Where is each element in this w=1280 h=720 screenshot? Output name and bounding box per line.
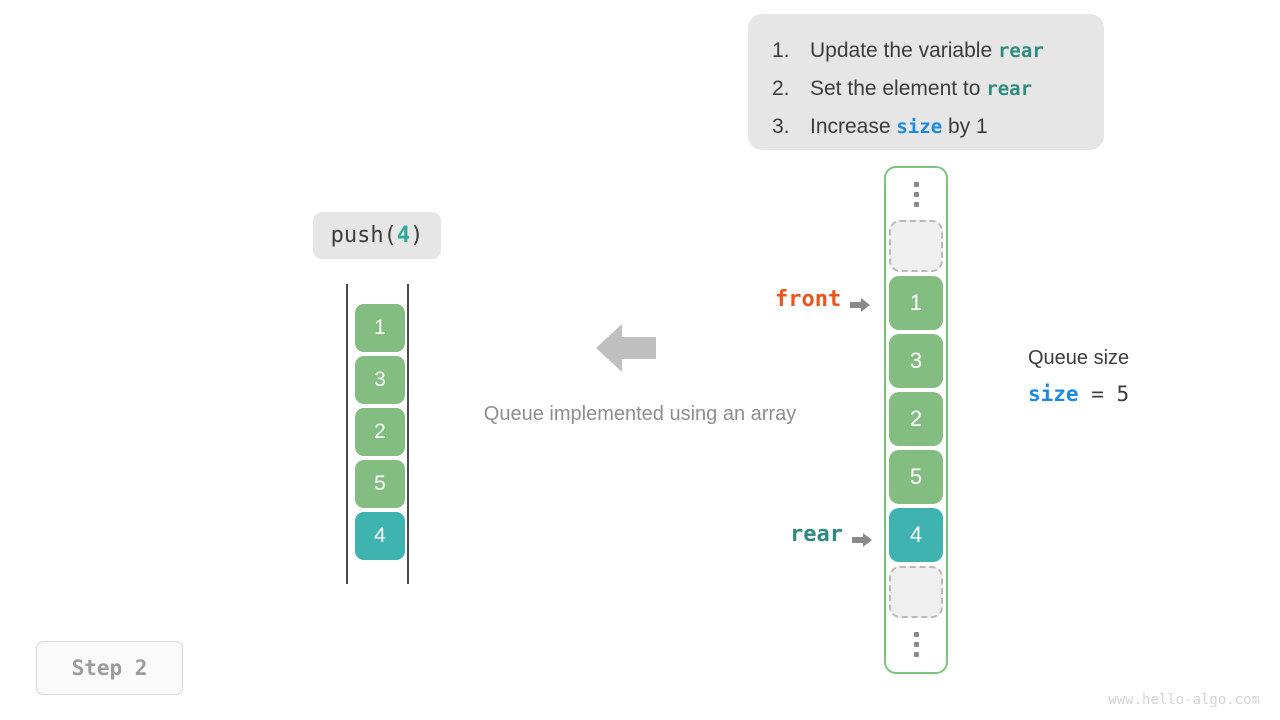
- array-cell: 2: [889, 392, 943, 446]
- left-arrow-icon: [596, 320, 656, 376]
- queue-cell: 3: [355, 356, 405, 404]
- pointer-front: front: [775, 287, 871, 312]
- array-cell: 5: [889, 450, 943, 504]
- instruction-code-size: size: [896, 116, 943, 138]
- array-container: 1 3 2 5 4: [884, 166, 948, 674]
- instruction-item-3: 3. Increase size by 1: [772, 108, 1080, 146]
- size-value: 5: [1116, 382, 1130, 406]
- instruction-number: 3.: [772, 115, 790, 138]
- size-readout: Queue size size = 5: [1028, 344, 1129, 406]
- vertical-ellipsis-icon-bottom: [884, 618, 948, 670]
- queue-cell-list: 1 3 2 5 4: [355, 304, 405, 560]
- instruction-text: Update the variable: [810, 39, 998, 62]
- instruction-code-rear: rear: [997, 40, 1044, 62]
- queue-rail-left: [346, 284, 348, 584]
- step-badge: Step 2: [36, 641, 183, 695]
- pointer-rear-label: rear: [790, 522, 843, 547]
- vertical-ellipsis-icon-top: [884, 168, 948, 220]
- pointer-arrow-icon: [851, 528, 872, 547]
- instruction-number: 1.: [772, 39, 790, 62]
- array-cell: 3: [889, 334, 943, 388]
- instruction-card: 1. Update the variable rear 2. Set the e…: [748, 14, 1104, 150]
- array-cell-rear: 4: [889, 508, 943, 562]
- operation-label-prefix: push(: [330, 223, 397, 248]
- instruction-item-2: 2. Set the element to rear: [772, 70, 1080, 108]
- size-operator: =: [1078, 382, 1117, 406]
- instruction-text: Increase: [810, 115, 897, 138]
- size-variable-name: size: [1028, 382, 1079, 406]
- diagram-caption: Queue implemented using an array: [483, 403, 797, 425]
- instruction-text: Set the element to: [810, 77, 987, 100]
- array-cell-list: 1 3 2 5 4: [889, 276, 943, 562]
- pointer-front-label: front: [775, 287, 842, 312]
- queue-rail-right: [407, 284, 409, 584]
- queue-abstract-view: 1 3 2 5 4: [340, 284, 414, 584]
- instruction-item-1: 1. Update the variable rear: [772, 32, 1080, 70]
- watermark: www.hello-algo.com: [1108, 692, 1260, 708]
- operation-label-suffix: ): [410, 223, 424, 248]
- queue-cell: 1: [355, 304, 405, 352]
- instruction-text-suffix: by 1: [942, 115, 988, 138]
- array-empty-slot-top: [889, 220, 943, 272]
- size-readout-title: Queue size: [1028, 347, 1130, 369]
- queue-cell: 5: [355, 460, 405, 508]
- array-empty-slot-bottom: [889, 566, 943, 618]
- size-readout-expression: size = 5: [1028, 382, 1129, 406]
- queue-cell: 2: [355, 408, 405, 456]
- queue-cell-new: 4: [355, 512, 405, 560]
- array-cell-front: 1: [889, 276, 943, 330]
- instruction-number: 2.: [772, 77, 790, 100]
- instruction-code-rear: rear: [986, 78, 1033, 100]
- pointer-arrow-icon: [850, 293, 871, 312]
- operation-label: push(4): [313, 212, 441, 259]
- pointer-rear: rear: [790, 522, 872, 547]
- operation-label-argument: 4: [396, 223, 411, 248]
